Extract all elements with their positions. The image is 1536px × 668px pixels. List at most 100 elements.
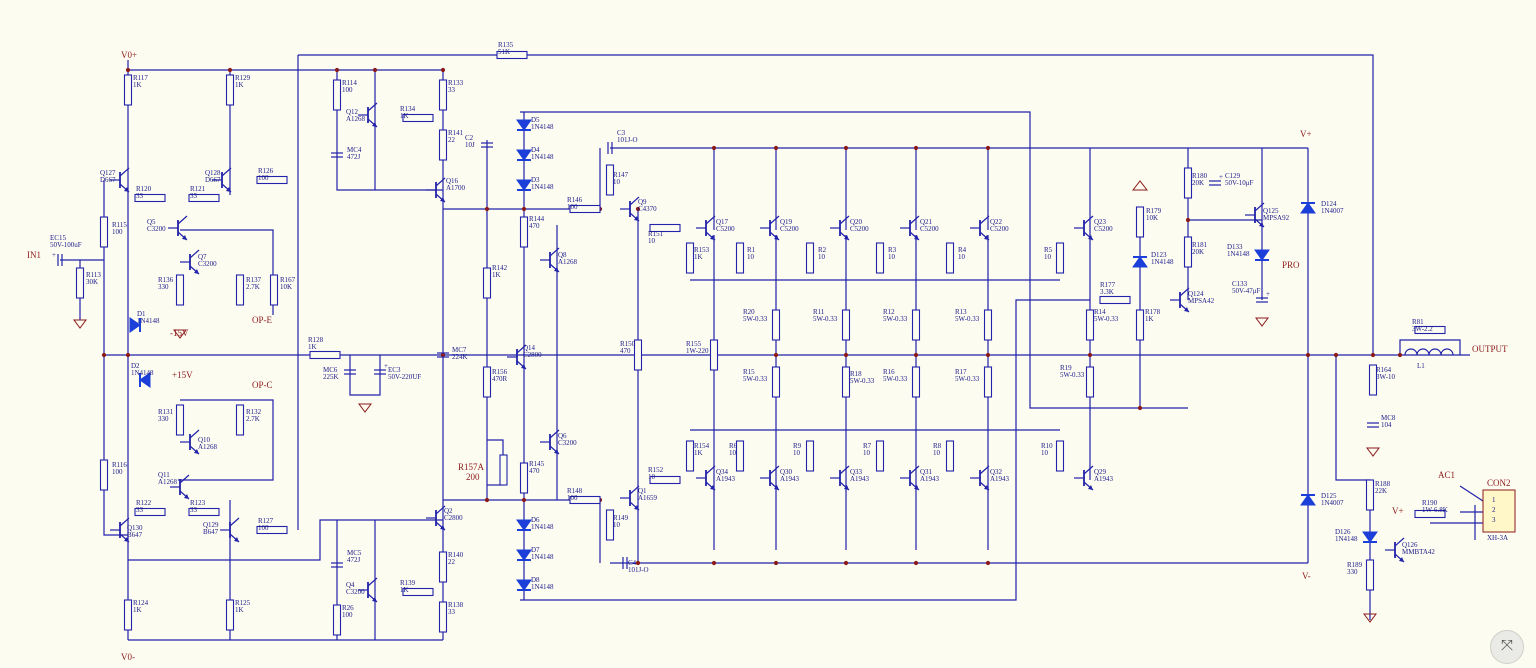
diode-ref: D133 [1227, 243, 1243, 251]
resistor-r132 [235, 404, 245, 436]
resistor-ref: R15 [743, 368, 755, 376]
transistor-value: A1943 [780, 475, 800, 483]
polarity-mark: + [1266, 290, 1270, 298]
transistor-value: C3200 [346, 588, 365, 596]
resistor-ref: R26 [342, 604, 354, 612]
resistor-value: 10 [729, 449, 737, 457]
resistor-r18 [841, 366, 851, 398]
capacitor-value: 50V-47μF [1232, 287, 1260, 295]
junction-dot [843, 560, 849, 566]
resistor-r16 [911, 366, 921, 398]
resistor-ref: R179 [1146, 207, 1162, 215]
resistor-value: 100 [112, 468, 123, 476]
resistor-r121 [188, 193, 220, 203]
zoom-button[interactable]: ⤧ [1490, 630, 1524, 664]
resistor-ref: R151 [648, 230, 664, 238]
resistor-r153 [685, 242, 695, 274]
transistor-q30 [760, 465, 780, 491]
resistor-ref: R10 [1041, 442, 1053, 450]
junction-dot [1305, 352, 1311, 358]
resistor-ref: R144 [529, 215, 545, 223]
resistor-value: 470 [529, 222, 540, 230]
diode-value: 1N4148 [531, 183, 554, 191]
transistor-ref: Q32 [990, 468, 1003, 476]
resistor-value: 1K [400, 112, 409, 120]
resistor-value: 10 [613, 178, 621, 186]
capacitor-value: 472J [347, 556, 361, 564]
transistor-q5 [168, 215, 188, 241]
resistor-r181 [1183, 236, 1193, 268]
resistor-value: 10 [648, 473, 656, 481]
diode-value: 1N4148 [1335, 535, 1358, 543]
diode-ref: D4 [531, 146, 540, 154]
diode-value: 1N4148 [131, 369, 154, 377]
pot-ref: R157A [458, 462, 485, 472]
resistor-ref: R135 [498, 41, 514, 49]
transistor-q10 [180, 429, 200, 455]
transistor-q130 [110, 517, 130, 543]
diode-value: 1N4148 [137, 317, 160, 325]
transistor-ref: Q126 [1402, 541, 1418, 549]
resistor-r129 [225, 74, 235, 106]
diode-value: 1N4007 [1321, 499, 1344, 507]
resistor-value: 1K [235, 81, 244, 89]
transistor-value: C5200 [1094, 225, 1113, 233]
transistor-value: A1700 [446, 184, 466, 192]
net-output: OUTPUT [1472, 344, 1508, 354]
resistor-ref: R7 [863, 442, 872, 450]
transistor-q21 [900, 215, 920, 241]
resistor-value: 10 [933, 449, 941, 457]
resistor-ref: R132 [246, 408, 262, 416]
junction-dot [843, 352, 849, 358]
resistor-ref: R121 [190, 185, 206, 193]
resistor-value: 100 [567, 203, 578, 211]
transistor-value: C3200 [198, 260, 217, 268]
diode-ref: D2 [131, 362, 140, 370]
diode-d133 [1254, 249, 1270, 261]
resistor-value: 10 [958, 253, 966, 261]
diode-value: 1N4148 [531, 523, 554, 531]
resistor-r7 [875, 440, 885, 472]
resistor-value: 22K [1375, 487, 1387, 495]
transistor-ref: Q20 [850, 218, 863, 226]
transistor-value: A1268 [346, 115, 366, 123]
transistor-value: MMBTA42 [1402, 548, 1435, 556]
resistor-r122 [134, 507, 166, 517]
capacitor-ref: C4 [628, 559, 637, 567]
resistor-r8 [945, 440, 955, 472]
capacitor-value: 224K [452, 353, 468, 361]
resistor-value: 2.7K [246, 415, 260, 423]
transistor-value: B647 [127, 531, 143, 539]
resistor-ref: R131 [158, 408, 174, 416]
diode-value: 1N4148 [531, 123, 554, 131]
transistor-q12 [358, 102, 378, 128]
capacitor-c3 [607, 142, 613, 154]
resistor-value: 22 [448, 136, 456, 144]
capacitor-ec3 [374, 369, 386, 375]
resistor-value: 1K [235, 606, 244, 614]
resistor-value: 33 [190, 506, 198, 514]
resistor-ref: R8 [933, 442, 942, 450]
transistor-value: B647 [203, 528, 219, 536]
transistor-q1 [620, 485, 640, 511]
resistor-r15 [771, 366, 781, 398]
resistor-value: 1K [400, 586, 409, 594]
resistor-r135 [496, 50, 528, 60]
resistor-ref: R147 [613, 171, 629, 179]
capacitor-ref: C129 [1225, 172, 1241, 180]
diode-d8 [516, 579, 532, 591]
net-ac1: AC1 [1438, 470, 1455, 480]
resistor-r124 [123, 599, 133, 631]
diode-ref: D7 [531, 546, 540, 554]
transistor-ref: Q9 [638, 198, 647, 206]
resistor-value: 100 [258, 174, 269, 182]
resistor-value: 33 [448, 608, 456, 616]
transistor-q20 [830, 215, 850, 241]
resistor-ref: R13 [955, 308, 967, 316]
resistor-r155 [709, 339, 719, 371]
net-minus-15v: -15V [170, 328, 189, 338]
resistor-r127 [256, 525, 288, 535]
transistor-q125 [1245, 202, 1265, 228]
capacitor-value: 101J-O [628, 566, 649, 574]
